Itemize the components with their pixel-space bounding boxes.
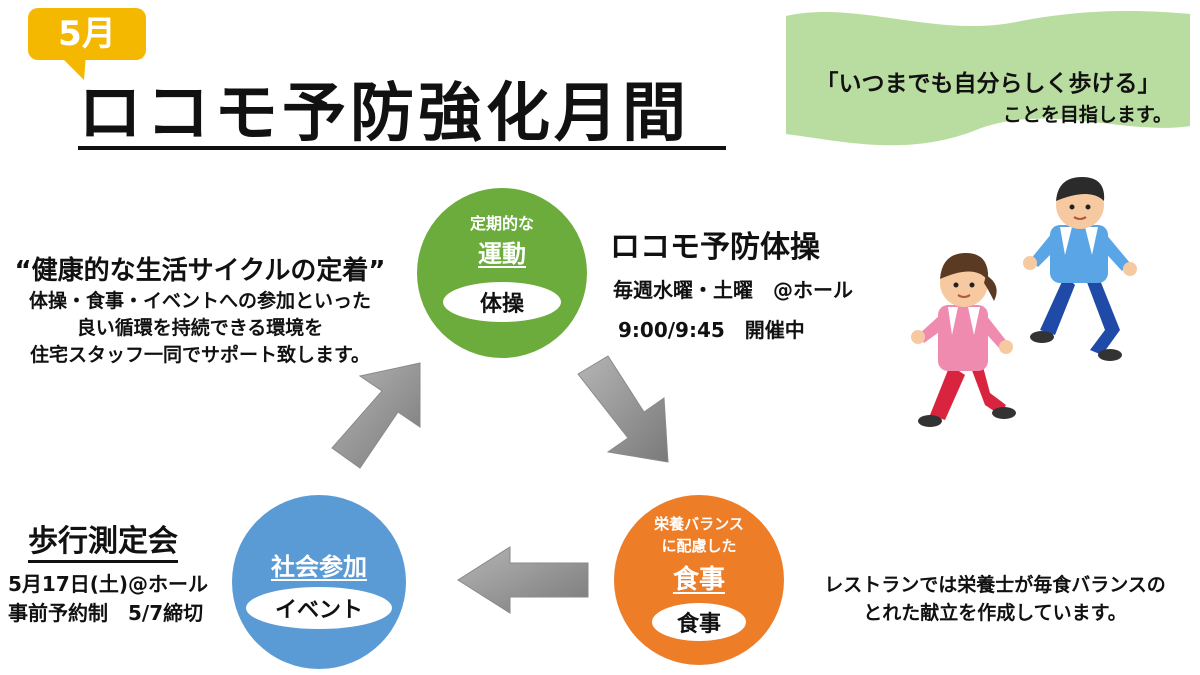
social-pill: イベント [246,587,392,629]
arrow-down-right-icon [577,355,669,463]
meal-subtitle-line2: に配慮した [661,537,737,555]
month-badge: 5月 [28,8,146,80]
banner-line1: 「いつまでも自分らしく歩ける」 [815,71,1161,97]
meal-title: 食事 [672,565,725,595]
social-circle: 社会参加 イベント [232,495,406,669]
cycle-description-line: 良い循環を持続できる環境を [76,317,324,339]
social-title: 社会参加 [271,553,367,581]
arrow-left-icon [457,546,589,614]
exercise-pill: 体操 [443,282,561,322]
exercise-subtitle: 定期的な [469,214,534,233]
walk-event-reservation: 事前予約制 5/7締切 [8,601,204,625]
cycle-description-line: 住宅スタッフ一同でサポート致します。 [29,344,371,366]
page-title: ロコモ予防強化月間 [78,77,690,151]
cycle-heading: “健康的な生活サイクルの定着” [14,256,386,286]
exercise-title: 運動 [478,240,526,268]
meal-description-line2: とれた献立を作成しています。 [863,602,1127,624]
meal-pill: 食事 [652,603,746,641]
goal-banner [786,11,1190,146]
cycle-description-line: 体操・食事・イベントへの参加といった [28,290,371,312]
meal-subtitle-line1: 栄養バランス [654,515,744,533]
woman-runner-icon [911,253,1016,427]
exercise-schedule: 毎週水曜・土曜 @ホール [613,278,853,302]
meal-circle: 栄養バランス に配慮した 食事 食事 [614,495,784,665]
meal-description-line1: レストランでは栄養士が毎食バランスの [824,574,1166,596]
arrow-up-right-icon [331,362,421,469]
month-label: 5月 [58,14,116,54]
badge-pointer [58,54,86,80]
exercise-circle: 定期的な 運動 体操 [417,188,587,358]
title-underline [78,146,726,150]
runners-illustration [911,177,1137,427]
man-runner-icon [1023,177,1137,361]
exercise-time: 9:00/9:45 開催中 [618,318,805,342]
banner-line2: ことを目指します。 [1002,104,1172,126]
exercise-heading: ロコモ予防体操 [610,230,820,265]
walk-event-date: 5月17日(土)@ホール [8,572,209,596]
walk-event-heading: 歩行測定会 [28,524,178,563]
